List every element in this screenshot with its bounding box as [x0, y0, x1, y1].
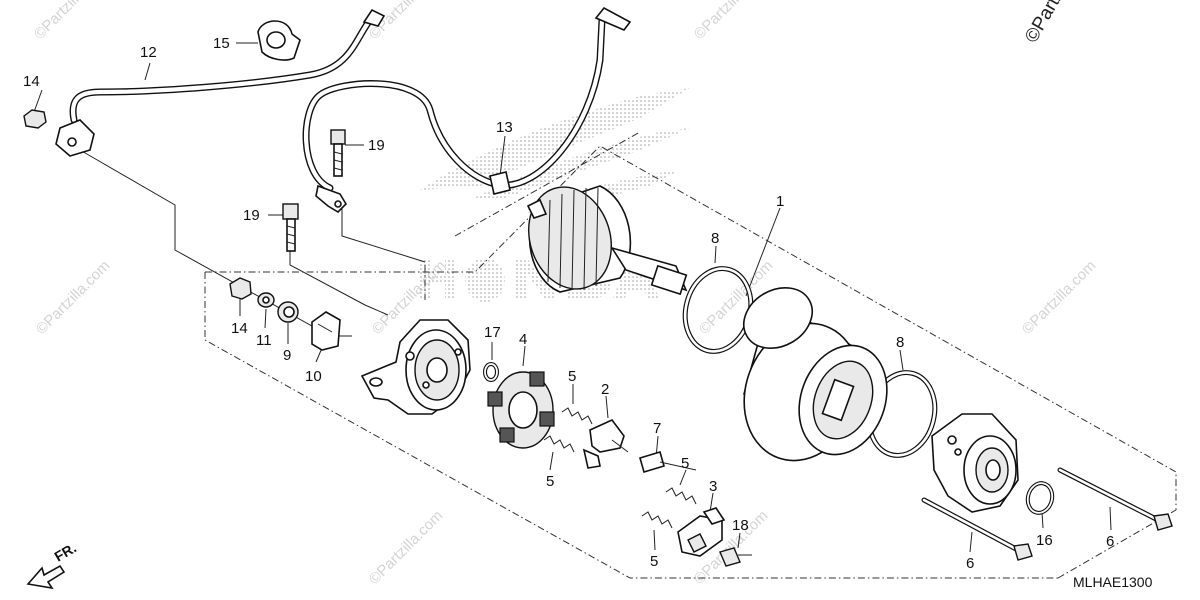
ground-cable [302, 6, 632, 214]
part-14-nut [229, 277, 252, 300]
armature [526, 185, 688, 296]
watermark-7: ©Partzilla.com [1019, 257, 1100, 338]
callout-10: 10 [305, 368, 322, 385]
front-direction-arrow: FR. [26, 539, 80, 590]
watermark-4: ©Partzilla.com [33, 257, 114, 338]
part-5-spring-d [641, 511, 673, 529]
callout-13: 13 [496, 119, 513, 136]
part-6-bolt-upper [1057, 467, 1173, 531]
part-17-washer [483, 362, 499, 382]
part-5-spring-a [561, 407, 593, 425]
callout-8a: 8 [711, 230, 719, 247]
callout-2: 2 [601, 381, 609, 398]
watermark-corner: ©Partz [1021, 0, 1068, 47]
part-6-bolt-lower [921, 497, 1033, 561]
watermark-1: ©Partzilla.com [31, 0, 112, 43]
callout-5b: 5 [546, 473, 554, 490]
rear-cover [360, 319, 471, 415]
diagram-code: MLHAE1300 [1073, 574, 1153, 590]
front-direction-label: FR. [52, 539, 80, 564]
part-5-spring-c [665, 487, 697, 505]
part-15-clamp [257, 20, 301, 61]
callout-11: 11 [256, 332, 272, 349]
part-7-terminal-bolt [639, 451, 697, 473]
part-18-bolt [719, 547, 752, 567]
callout-16: 16 [1036, 532, 1053, 549]
starter-cable [55, 8, 386, 157]
callout-3: 3 [709, 478, 717, 495]
callout-6a: 6 [966, 555, 974, 572]
front-cover [931, 413, 1019, 513]
callout-7: 7 [653, 420, 661, 437]
part-16-o-ring [1025, 481, 1055, 515]
callout-5c: 5 [681, 455, 689, 472]
callout-14a: 14 [23, 73, 40, 90]
callout-19a: 19 [368, 137, 385, 154]
part-10-terminal [311, 311, 341, 351]
callout-1: 1 [776, 193, 784, 210]
part-14-nut-top [23, 109, 47, 129]
callout-numbers: 1 2 3 4 5 5 5 5 6 6 7 8 8 9 10 11 12 13 … [23, 35, 1114, 572]
part-3-brush-plate [677, 507, 726, 557]
part-5-spring-b [543, 435, 575, 453]
part-4-brush-holder [487, 371, 555, 449]
part-11-washer [257, 292, 275, 308]
callout-14b: 14 [231, 320, 248, 337]
callout-6b: 6 [1106, 533, 1114, 550]
callout-12: 12 [140, 44, 157, 61]
callout-5d: 5 [650, 553, 658, 570]
callout-9: 9 [283, 347, 291, 364]
watermark-3: ©Partzilla.com [691, 0, 772, 43]
assembly-outline [204, 131, 1177, 579]
callout-17: 17 [484, 324, 501, 341]
callout-18: 18 [732, 517, 749, 534]
part-19-bolt-upper [330, 129, 346, 177]
callout-19b: 19 [243, 207, 260, 224]
part-2-brush [582, 419, 629, 469]
callout-5a: 5 [568, 368, 576, 385]
part-1-yoke [743, 287, 888, 462]
callout-15: 15 [213, 35, 230, 52]
part-9-insulator [277, 301, 299, 323]
callout-8b: 8 [896, 334, 904, 351]
watermark-8: ©Partzilla.com [366, 507, 447, 588]
part-19-bolt-lower [282, 203, 299, 252]
callout-4: 4 [519, 331, 527, 348]
